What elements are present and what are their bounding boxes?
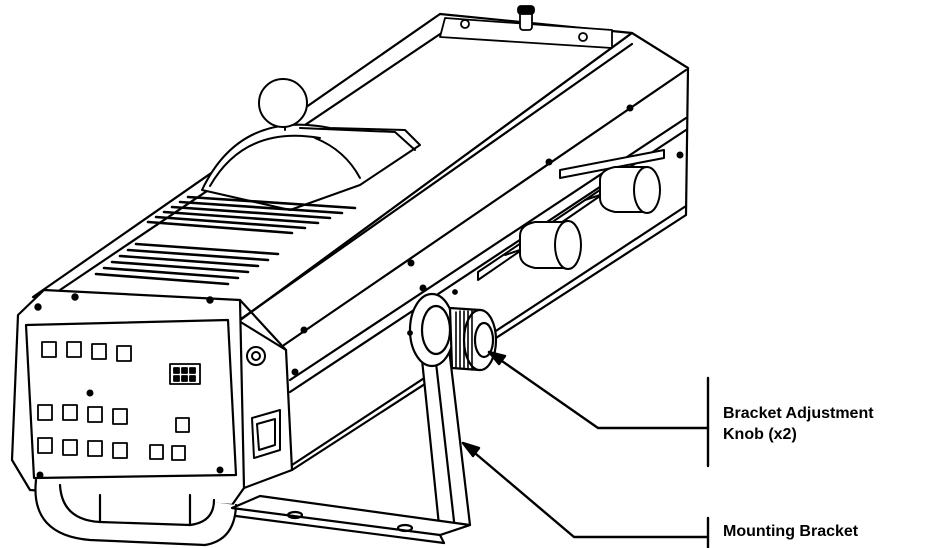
bracket-callout-line1: Mounting Bracket xyxy=(723,523,859,540)
side-slot-knobs xyxy=(477,149,665,281)
callout-leaders xyxy=(461,350,710,548)
ball-handle-icon xyxy=(258,78,308,128)
bracket-callout-label: Mounting Bracket xyxy=(723,521,858,542)
top-plate xyxy=(439,5,613,49)
bracket-leader-line xyxy=(461,441,710,539)
rear-connectors xyxy=(246,346,281,459)
knob-callout-line2: Knob (x2) xyxy=(723,426,797,443)
bracket-leader-arrow xyxy=(461,441,481,458)
vent-grille-upper xyxy=(146,195,357,235)
knob-leader-arrow xyxy=(487,350,507,366)
control-panel-buttons xyxy=(37,341,201,461)
vent-grille-lower xyxy=(94,242,280,286)
carry-handle xyxy=(34,478,238,547)
dome-housing xyxy=(201,78,421,211)
knob-callout-label: Bracket Adjustment Knob (x2) xyxy=(723,403,874,445)
knob-leader-line xyxy=(487,350,710,430)
knob-callout-line1: Bracket Adjustment xyxy=(723,405,874,422)
bracket-adjustment-knob xyxy=(407,289,498,372)
connector-icon xyxy=(246,346,266,366)
